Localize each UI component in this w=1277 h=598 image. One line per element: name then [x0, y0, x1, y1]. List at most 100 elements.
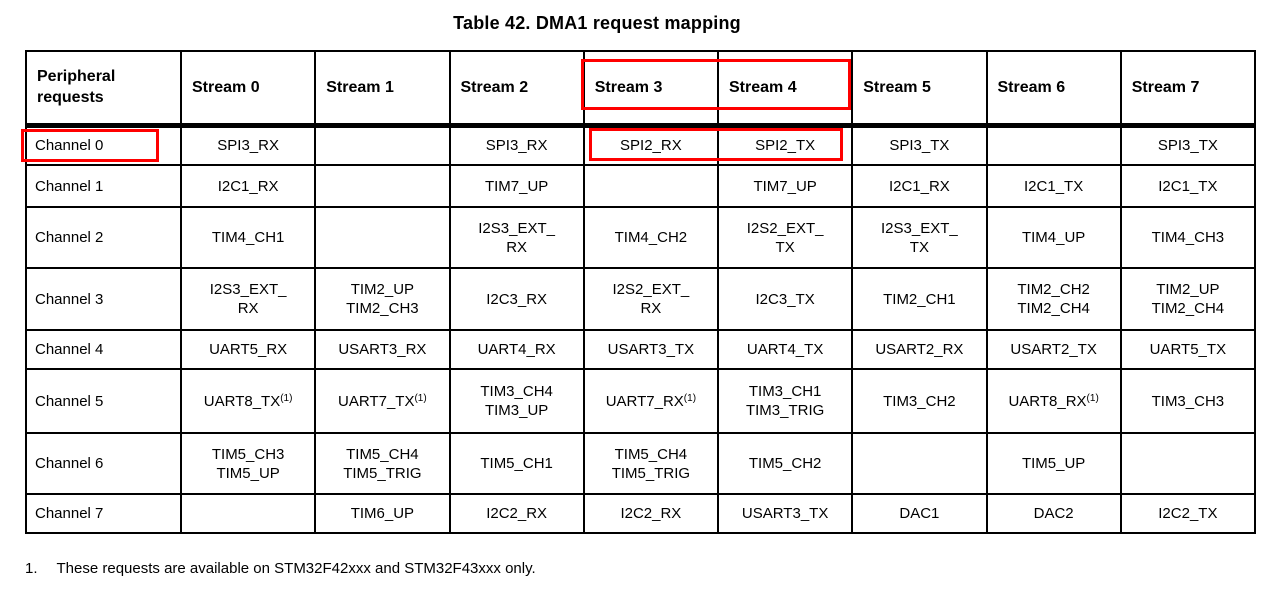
header-cell-peripheral-requests: Peripheral requests: [25, 50, 182, 128]
row-label-channel-3: Channel 3: [25, 267, 182, 331]
cell-channel-0-stream-5: SPI3_TX: [851, 124, 988, 166]
cell-channel-7-stream-5: DAC1: [851, 493, 988, 534]
cell-channel-7-stream-2: I2C2_RX: [448, 493, 585, 534]
cell-channel-4-stream-2: UART4_RX: [448, 329, 585, 370]
cell-channel-6-stream-4: TIM5_CH2: [716, 432, 854, 495]
cell-channel-0-stream-3: SPI2_RX: [582, 124, 720, 166]
footnote-reference: (1): [683, 392, 697, 404]
footnote: 1. These requests are available on STM32F…: [25, 560, 536, 577]
header-cell-stream-6: Stream 6: [985, 50, 1122, 128]
cell-channel-1-stream-5: I2C1_RX: [851, 164, 988, 208]
row-label-channel-5: Channel 5: [25, 368, 182, 434]
row-label-channel-4: Channel 4: [25, 329, 182, 370]
header-cell-stream-3: Stream 3: [582, 50, 720, 128]
cell-channel-6-stream-7: [1119, 432, 1257, 495]
cell-channel-6-stream-2: TIM5_CH1: [448, 432, 585, 495]
cell-channel-3-stream-5: TIM2_CH1: [851, 267, 988, 331]
cell-channel-4-stream-0: UART5_RX: [179, 329, 317, 370]
cell-channel-2-stream-2: I2S3_EXT_RX: [448, 206, 585, 269]
cell-channel-7-stream-3: I2C2_RX: [582, 493, 720, 534]
cell-channel-0-stream-7: SPI3_TX: [1119, 124, 1257, 166]
cell-channel-4-stream-4: UART4_TX: [716, 329, 854, 370]
cell-channel-4-stream-1: USART3_RX: [314, 329, 451, 370]
cell-channel-3-stream-2: I2C3_RX: [448, 267, 585, 331]
cell-channel-3-stream-3: I2S2_EXT_RX: [582, 267, 720, 331]
footnote-reference: (1): [414, 392, 427, 404]
cell-channel-2-stream-3: TIM4_CH2: [582, 206, 720, 269]
cell-channel-5-stream-0: UART8_TX(1): [179, 368, 317, 434]
cell-channel-1-stream-1: [314, 164, 451, 208]
cell-channel-6-stream-6: TIM5_UP: [985, 432, 1122, 495]
cell-channel-1-stream-7: I2C1_TX: [1119, 164, 1257, 208]
cell-channel-4-stream-5: USART2_RX: [851, 329, 988, 370]
cell-channel-1-stream-6: I2C1_TX: [985, 164, 1122, 208]
cell-channel-5-stream-5: TIM3_CH2: [851, 368, 988, 434]
cell-channel-7-stream-6: DAC2: [985, 493, 1122, 534]
cell-channel-0-stream-1: [314, 124, 451, 166]
header-cell-stream-7: Stream 7: [1119, 50, 1257, 128]
cell-channel-0-stream-4: SPI2_TX: [716, 124, 854, 166]
cell-channel-7-stream-4: USART3_TX: [716, 493, 854, 534]
cell-channel-1-stream-2: TIM7_UP: [448, 164, 585, 208]
footnote-reference: (1): [280, 392, 293, 404]
cell-channel-2-stream-1: [314, 206, 451, 269]
cell-channel-4-stream-3: USART3_TX: [582, 329, 720, 370]
header-cell-stream-4: Stream 4: [716, 50, 854, 128]
cell-channel-5-stream-7: TIM3_CH3: [1119, 368, 1257, 434]
header-cell-stream-1: Stream 1: [314, 50, 451, 128]
cell-channel-5-stream-1: UART7_TX(1): [314, 368, 451, 434]
cell-channel-5-stream-6: UART8_RX(1): [985, 368, 1122, 434]
cell-channel-1-stream-0: I2C1_RX: [179, 164, 317, 208]
cell-channel-7-stream-1: TIM6_UP: [314, 493, 451, 534]
cell-channel-7-stream-7: I2C2_TX: [1119, 493, 1257, 534]
cell-channel-2-stream-7: TIM4_CH3: [1119, 206, 1257, 269]
footnote-number: 1.: [25, 560, 38, 577]
table-caption: Table 42. DMA1 request mapping: [453, 13, 741, 33]
row-label-channel-0: Channel 0: [25, 124, 182, 166]
row-label-channel-7: Channel 7: [25, 493, 182, 534]
cell-channel-0-stream-2: SPI3_RX: [448, 124, 585, 166]
row-label-channel-1: Channel 1: [25, 164, 182, 208]
footnote-reference: (1): [1086, 392, 1099, 404]
cell-channel-1-stream-3: [582, 164, 720, 208]
cell-channel-3-stream-4: I2C3_TX: [716, 267, 854, 331]
cell-channel-4-stream-6: USART2_TX: [985, 329, 1122, 370]
cell-channel-7-stream-0: [179, 493, 317, 534]
header-cell-stream-2: Stream 2: [448, 50, 585, 128]
footnote-text: These requests are available on STM32F42…: [56, 560, 536, 577]
cell-channel-5-stream-3: UART7_RX(1): [582, 368, 720, 434]
cell-channel-1-stream-4: TIM7_UP: [716, 164, 854, 208]
row-label-channel-6: Channel 6: [25, 432, 182, 495]
row-label-channel-2: Channel 2: [25, 206, 182, 269]
header-cell-stream-5: Stream 5: [851, 50, 988, 128]
cell-channel-2-stream-6: TIM4_UP: [985, 206, 1122, 269]
cell-channel-0-stream-6: [985, 124, 1122, 166]
cell-channel-2-stream-0: TIM4_CH1: [179, 206, 317, 269]
cell-channel-0-stream-0: SPI3_RX: [179, 124, 317, 166]
cell-channel-3-stream-0: I2S3_EXT_RX: [179, 267, 317, 331]
cell-channel-6-stream-5: [851, 432, 988, 495]
cell-channel-2-stream-5: I2S3_EXT_TX: [851, 206, 988, 269]
cell-channel-2-stream-4: I2S2_EXT_TX: [716, 206, 854, 269]
header-cell-stream-0: Stream 0: [179, 50, 317, 128]
cell-channel-4-stream-7: UART5_TX: [1119, 329, 1257, 370]
